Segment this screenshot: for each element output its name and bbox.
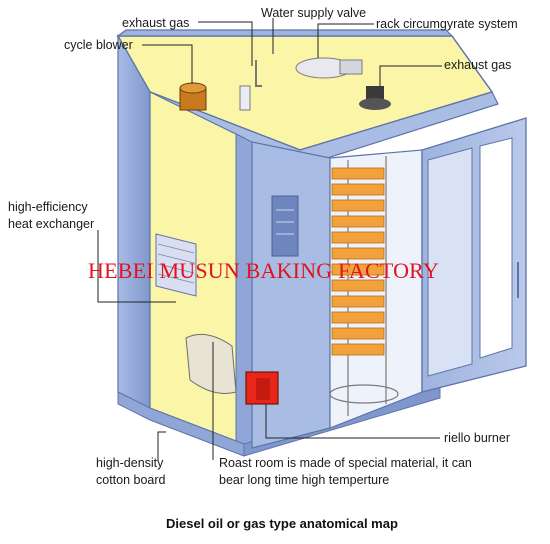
- label-rack-circumgyrate-system: rack circumgyrate system: [376, 17, 518, 31]
- label-exhaust-gas-right: exhaust gas: [444, 58, 512, 72]
- rack-base: [329, 384, 399, 404]
- rack-trays: [331, 167, 385, 356]
- leader-cotton-board: [157, 431, 166, 460]
- oven-door: [421, 117, 527, 393]
- roast-room: [185, 333, 237, 394]
- leader-exhaust-gas-top: [198, 21, 253, 66]
- label-roast-room-line1: Roast room is made of special material, …: [219, 456, 472, 470]
- top-deck: [116, 29, 494, 151]
- exhaust-fan: [359, 86, 391, 110]
- leader-cycle-blower: [142, 44, 193, 84]
- label-exhaust-gas-top: exhaust gas: [122, 16, 190, 30]
- leader-rack-system: [317, 23, 374, 58]
- leader-exhaust-gas-right: [379, 65, 442, 86]
- riello-burner: [245, 371, 279, 405]
- control-panel: [271, 195, 299, 257]
- label-cotton-board-line1: high-density: [96, 456, 164, 470]
- label-cycle-blower: cycle blower: [64, 38, 133, 52]
- leader-lines: [97, 18, 442, 460]
- label-heat-exchanger-line2: heat exchanger: [8, 217, 95, 231]
- label-water-supply-valve: Water supply valve: [261, 6, 367, 20]
- heat-exchanger: [155, 233, 197, 297]
- caption: Diesel oil or gas type anatomical map: [166, 516, 398, 531]
- water-supply-pipe: [255, 60, 262, 87]
- rotate-motor: [295, 57, 363, 79]
- label-heat-exchanger-line1: high-efficiency: [8, 200, 88, 214]
- watermark: HEBEI MUSUN BAKING FACTORY: [88, 258, 439, 283]
- door-window: [479, 137, 513, 359]
- cycle-blower: [179, 82, 251, 111]
- leader-heat-exchanger: [97, 230, 176, 303]
- leader-riello-burner: [265, 404, 440, 439]
- label-roast-room-line2: bear long time high temperture: [219, 473, 390, 487]
- label-riello-burner: riello burner: [444, 431, 511, 445]
- label-cotton-board-line2: cotton board: [96, 473, 166, 487]
- baking-chamber: [329, 149, 423, 429]
